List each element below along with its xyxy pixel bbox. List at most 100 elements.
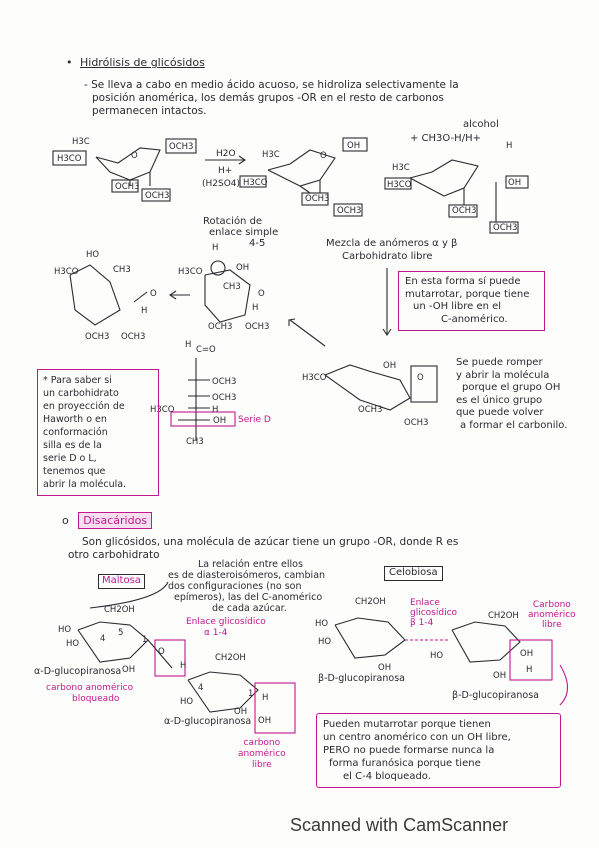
note-line: libre	[251, 760, 272, 770]
pyranose-ring	[324, 364, 411, 411]
svg-text:OCH3: OCH3	[169, 142, 193, 152]
reagent-alcohol: alcohol	[463, 119, 499, 130]
svg-text:OCH3: OCH3	[358, 405, 382, 415]
note-line: La relación entre ellos	[198, 559, 303, 570]
svg-text:H: H	[506, 141, 512, 151]
section-title: Hidrólisis de glicósidos	[80, 56, 205, 69]
disaccharide-diagram: CH2OH HO HO OH O H CH2OH HO OH H OH CH2O…	[58, 581, 569, 734]
svg-text:1: 1	[142, 635, 147, 645]
svg-text:H3CO: H3CO	[54, 267, 79, 277]
free-oh-box	[254, 682, 296, 734]
note-line: abrir la molécula.	[43, 479, 127, 490]
note-line: libre	[541, 620, 562, 630]
pyranose-ring	[451, 621, 521, 663]
svg-text:HO: HO	[430, 651, 443, 661]
note-line: β 1-4	[410, 618, 434, 628]
svg-text:H: H	[180, 661, 186, 671]
note-line: carbono	[243, 738, 281, 748]
svg-text:O: O	[158, 647, 165, 657]
mutarotation-note: En esta forma sí puede mutarrotar, porqu…	[398, 271, 545, 331]
note-line: Enlace glicosídico	[186, 617, 266, 627]
svg-text:H3CO: H3CO	[57, 154, 82, 164]
svg-text:OCH3: OCH3	[121, 332, 145, 342]
carbonyl-box	[410, 365, 438, 403]
svg-text:H: H	[185, 340, 191, 350]
och3-box	[489, 221, 519, 234]
svg-text:HO: HO	[318, 637, 331, 647]
maltosa-label: Maltosa	[98, 574, 145, 589]
note-line: Haworth o en	[43, 414, 107, 425]
svg-text:OCH3: OCH3	[452, 206, 476, 216]
och3-box	[141, 188, 171, 202]
svg-text:H3CO: H3CO	[243, 178, 268, 188]
svg-text:OH: OH	[493, 671, 506, 681]
pyranose-ring	[77, 621, 149, 663]
oh-box	[505, 175, 529, 189]
note-line: 4-5	[249, 238, 266, 249]
note-line: PERO no puede formarse nunca la	[323, 745, 495, 756]
svg-text:H3CO: H3CO	[178, 267, 203, 277]
svg-text:H: H	[141, 306, 147, 316]
note-line: es de diasteroisómeros, cambian	[168, 570, 326, 581]
svg-text:O: O	[417, 373, 424, 383]
svg-text:OH: OH	[213, 416, 226, 426]
note-line: de cada azúcar.	[212, 603, 287, 614]
note-line: tenemos que	[43, 466, 106, 477]
pyranose-ring	[334, 617, 406, 659]
note-line: el C-4 bloqueado.	[343, 771, 431, 782]
svg-text:C=O: C=O	[196, 345, 216, 355]
svg-text:OH: OH	[258, 716, 271, 726]
hydrolysis-reaction-diagram: H3C H3CO OCH3 OCH3 OCH3 O H3C H3CO OH OC…	[52, 137, 529, 447]
note-line: Mezcla de anómeros α y β	[326, 238, 458, 249]
beta-gluco-2: β-D-glucopiranosa	[452, 690, 539, 701]
svg-text:O: O	[131, 151, 138, 161]
svg-text:H: H	[252, 303, 258, 313]
svg-text:H3C: H3C	[262, 150, 280, 160]
svg-text:OCH3: OCH3	[337, 206, 361, 216]
svg-text:O: O	[320, 151, 327, 161]
oh-box	[342, 137, 368, 152]
final-note: Pueden mutarrotar porque tienen un centr…	[316, 713, 561, 788]
cel-anomeric-free: Carbono anomérico libre	[528, 600, 576, 630]
svg-text:H3CO: H3CO	[387, 180, 412, 190]
anomeric-free-left: carbono anomérico libre	[238, 738, 286, 771]
svg-text:CH2OH: CH2OH	[488, 611, 519, 621]
svg-text:HO: HO	[86, 250, 99, 260]
note-line: anomérico	[238, 749, 286, 759]
note-line: dos configuraciones (no son	[168, 581, 302, 592]
svg-text:OH: OH	[378, 663, 391, 673]
intro-line: posición anomérica, los demás grupos -OR…	[92, 92, 444, 104]
note-line: es el único grupo	[456, 394, 543, 406]
section-title: Disacáridos	[78, 512, 153, 529]
svg-text:OCH3: OCH3	[245, 322, 269, 332]
svg-text:H: H	[526, 665, 532, 675]
och3-box	[448, 204, 478, 218]
open-chain	[69, 264, 121, 326]
note-line: bloqueado	[72, 694, 120, 704]
svg-text:OCH3: OCH3	[493, 223, 517, 233]
och3-box	[333, 203, 363, 217]
note-line: Se puede romper	[456, 357, 543, 368]
note-line: enlace simple	[209, 227, 279, 238]
pyranose-ring	[95, 147, 161, 181]
svg-text:O: O	[258, 289, 265, 299]
note-line: mutarrotar, porque tiene	[405, 288, 530, 300]
note-line: conformación	[43, 427, 108, 438]
svg-text:4: 4	[198, 683, 203, 693]
svg-text:OCH3: OCH3	[85, 332, 109, 342]
note-line: α 1-4	[204, 628, 228, 638]
svg-text:OH: OH	[508, 178, 521, 188]
svg-text:CH3: CH3	[113, 265, 131, 275]
note-line: que puede volver	[456, 407, 544, 418]
pyranose-ring	[409, 159, 479, 197]
svg-text:H: H	[212, 243, 218, 253]
svg-text:OCH3: OCH3	[404, 418, 428, 428]
svg-text:OCH3: OCH3	[115, 182, 139, 192]
note-line: Pueden mutarrotar porque tienen	[323, 719, 491, 730]
svg-text:OH: OH	[122, 665, 135, 675]
side-note: * Para saber si un carbohidrato en proye…	[37, 369, 159, 496]
intro-line: permanecen intactos.	[92, 105, 207, 117]
svg-text:H: H	[262, 693, 268, 703]
svg-text:OCH3: OCH3	[208, 322, 232, 332]
svg-text:OH: OH	[236, 263, 249, 273]
